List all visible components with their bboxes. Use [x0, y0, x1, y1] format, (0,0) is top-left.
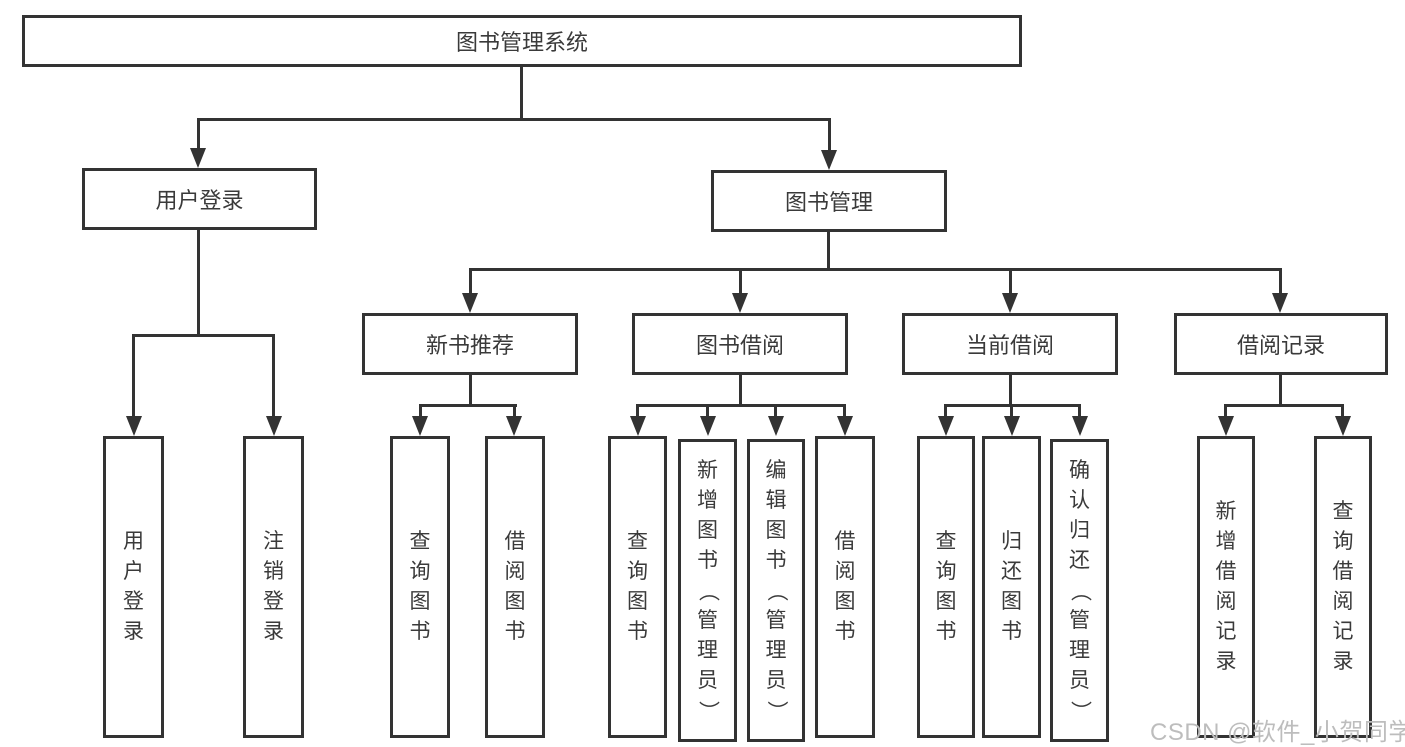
- connector-drop-leaf: [944, 404, 947, 418]
- connector-drop-leaf: [513, 404, 516, 418]
- node-label: 新书推荐: [425, 333, 514, 358]
- connector-level3-bar: [469, 268, 1281, 271]
- arrow-down-icon: [1002, 293, 1018, 313]
- arrow-down-icon: [412, 416, 428, 436]
- node-user-login: 用户登录: [82, 168, 317, 230]
- connector-drop-leaf: [1224, 404, 1227, 418]
- arrow-down-icon: [506, 416, 522, 436]
- arrow-down-icon: [821, 150, 837, 170]
- root-node-library-system: 图书管理系统: [22, 15, 1022, 67]
- leaf-borrow-books: 借阅图书: [485, 436, 545, 738]
- connector-drop-leaf: [1010, 404, 1013, 418]
- connector-drop-leaf: [1341, 404, 1344, 418]
- connector-drop-leaf: [132, 334, 135, 417]
- arrow-down-icon: [768, 416, 784, 436]
- arrow-down-icon: [1004, 416, 1020, 436]
- connector-drop-leaf: [636, 404, 639, 418]
- arrow-down-icon: [266, 416, 282, 436]
- connector-drop-borrow: [739, 268, 742, 295]
- connector-root-stem: [520, 66, 523, 121]
- connector-level1-bar: [197, 118, 831, 121]
- arrow-down-icon: [1218, 416, 1234, 436]
- arrow-down-icon: [1335, 416, 1351, 436]
- arrow-down-icon: [190, 148, 206, 168]
- leaf-borrow-books: 借阅图书: [815, 436, 875, 738]
- arrow-down-icon: [700, 416, 716, 436]
- leaf-logout: 注销登录: [243, 436, 304, 738]
- connector-user-login-stem: [197, 230, 200, 337]
- node-label: 借阅记录: [1236, 333, 1325, 358]
- arrow-down-icon: [1272, 293, 1288, 313]
- arrow-down-icon: [1072, 416, 1088, 436]
- connector-bar: [636, 404, 846, 407]
- connector-stem: [739, 375, 742, 407]
- leaf-confirm-return-admin: 确认归还（管理员）: [1050, 439, 1109, 742]
- connector-drop-records: [1279, 268, 1282, 295]
- connector-user-login-bar: [132, 334, 275, 337]
- leaf-user-login: 用户登录: [103, 436, 164, 738]
- connector-drop-leaf: [843, 404, 846, 418]
- connector-stem: [469, 375, 472, 407]
- connector-drop-leaf: [419, 404, 422, 418]
- leaf-edit-books-admin: 编辑图书（管理员）: [747, 439, 805, 742]
- connector-drop-leaf: [1078, 404, 1081, 418]
- leaf-query-books: 查询图书: [608, 436, 667, 738]
- arrow-down-icon: [732, 293, 748, 313]
- node-current-borrowing: 当前借阅: [902, 313, 1118, 375]
- arrow-down-icon: [630, 416, 646, 436]
- leaf-add-books-admin: 新增图书（管理员）: [678, 439, 737, 742]
- arrow-down-icon: [938, 416, 954, 436]
- connector-bar: [1224, 404, 1344, 407]
- connector-drop-book-mgmt: [828, 118, 831, 152]
- leaf-query-books: 查询图书: [390, 436, 450, 738]
- csdn-watermark: CSDN @软件_小贺同学: [1150, 719, 1405, 746]
- root-node-label: 图书管理系统: [455, 30, 588, 55]
- leaf-query-books: 查询图书: [917, 436, 975, 738]
- arrow-down-icon: [837, 416, 853, 436]
- connector-drop-leaf: [706, 404, 709, 418]
- connector-book-mgmt-stem: [827, 232, 830, 271]
- arrow-down-icon: [462, 293, 478, 313]
- connector-stem: [1009, 375, 1012, 407]
- connector-drop-user-login: [197, 118, 200, 150]
- connector-stem: [1279, 375, 1282, 407]
- node-book-borrowing: 图书借阅: [632, 313, 848, 375]
- node-label: 当前借阅: [965, 333, 1054, 358]
- arrow-down-icon: [126, 416, 142, 436]
- connector-drop-newbook: [469, 268, 472, 295]
- connector-drop-leaf: [272, 334, 275, 417]
- connector-bar: [419, 404, 517, 407]
- leaf-query-borrow-record: 查询借阅记录: [1314, 436, 1372, 738]
- leaf-return-books: 归还图书: [982, 436, 1041, 738]
- node-label: 图书借阅: [695, 333, 784, 358]
- connector-drop-leaf: [774, 404, 777, 418]
- node-label: 用户登录: [155, 188, 244, 213]
- node-borrowing-records: 借阅记录: [1174, 313, 1388, 375]
- node-label: 图书管理: [784, 190, 873, 215]
- leaf-add-borrow-record: 新增借阅记录: [1197, 436, 1255, 738]
- node-book-management: 图书管理: [711, 170, 947, 232]
- node-new-book-recommendation: 新书推荐: [362, 313, 578, 375]
- connector-drop-current: [1009, 268, 1012, 295]
